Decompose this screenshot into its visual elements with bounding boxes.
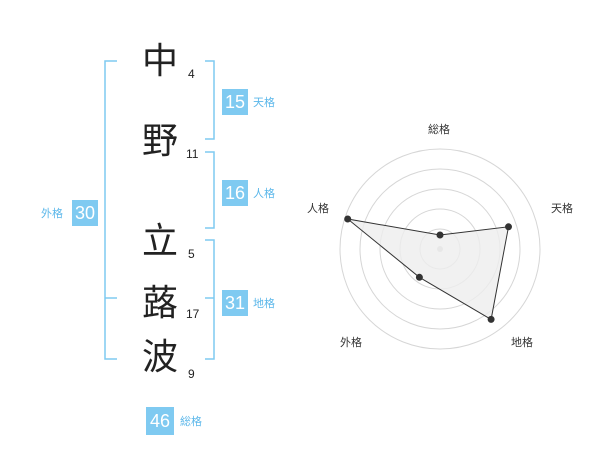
surname-strokes-1: 4: [188, 67, 195, 81]
given-char-1: 立: [141, 221, 178, 262]
radar-grid-ring: [359, 168, 521, 330]
radar-axis-label-soukaku: 総格: [428, 123, 450, 136]
gaikaku-label: 外格: [41, 207, 63, 220]
radar-axis-label-tenkaku: 天格: [551, 202, 573, 215]
soukaku-badge: 46: [146, 407, 174, 435]
radar-axis-label-chikaku: 地格: [511, 336, 533, 349]
chikaku-label: 地格: [253, 297, 275, 310]
radar-axis-label-gaikaku: 外格: [340, 336, 362, 349]
given-char-3: 波: [141, 337, 178, 378]
radar-point-soukaku: [436, 231, 444, 239]
given-strokes-1: 5: [188, 247, 195, 261]
radar-area: [345, 218, 510, 321]
given-strokes-2: 17: [186, 307, 200, 321]
chikaku-bracket: [205, 239, 215, 360]
tenkaku-badge: 15: [222, 89, 248, 115]
tenkaku-bracket: [205, 60, 215, 140]
gaikaku-badge: 30: [72, 200, 98, 226]
radar-point-gaikaku: [415, 273, 423, 281]
soukaku-label: 総格: [180, 415, 202, 428]
surname-char-1: 中: [141, 41, 178, 82]
radar-axis-label-jinkaku: 人格: [307, 202, 329, 215]
gaikaku-bracket: [104, 60, 117, 360]
jinkaku-badge: 16: [222, 180, 248, 206]
surname-char-2: 野: [141, 121, 178, 162]
tenkaku-label: 天格: [253, 96, 275, 109]
jinkaku-label: 人格: [253, 187, 275, 200]
radar-grid-ring: [339, 148, 541, 350]
jinkaku-bracket: [205, 151, 215, 229]
radar-point-chikaku: [487, 315, 495, 323]
radar-point-tenkaku: [505, 223, 512, 231]
radar-point-jinkaku: [344, 215, 352, 223]
given-char-2: 蕗: [141, 283, 178, 324]
given-strokes-3: 9: [188, 367, 195, 381]
chikaku-badge: 31: [222, 290, 248, 316]
surname-strokes-2: 11: [186, 147, 199, 161]
